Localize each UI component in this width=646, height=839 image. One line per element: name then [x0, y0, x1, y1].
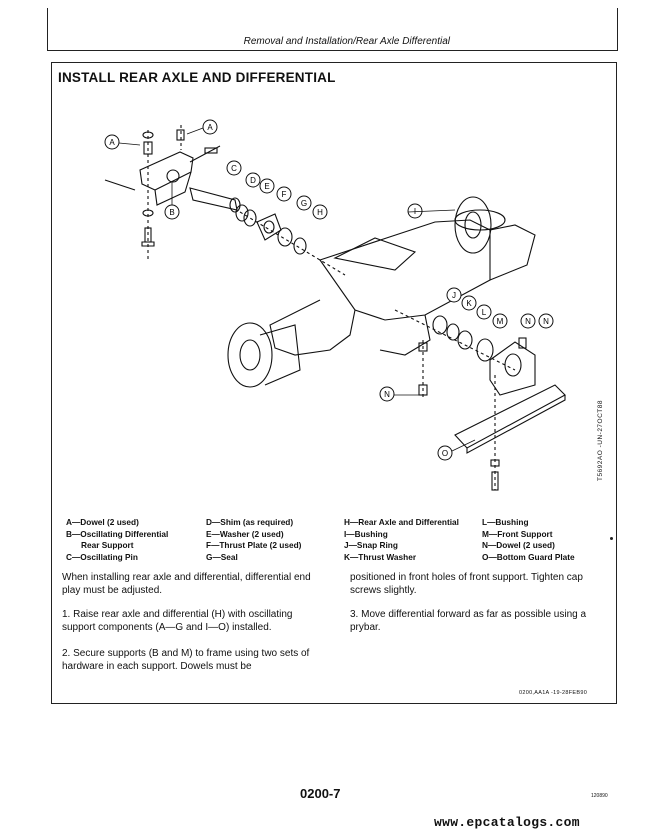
callout-b: B — [169, 208, 174, 217]
figure-code: T5692AO -UN-27OCT88 — [597, 400, 604, 482]
step-2-continued: positioned in front holes of front suppo… — [350, 572, 583, 596]
callout-n: N — [543, 317, 549, 326]
callout-a: A — [109, 138, 115, 147]
legend-item: M—Front Support — [482, 528, 553, 539]
legend-item: J—Snap Ring — [344, 540, 398, 550]
date-code: 0200,AA1A -19-28FEB90 — [519, 690, 588, 696]
website-watermark: www.epcatalogs.com — [434, 815, 580, 830]
legend-item: K—Thrust Washer — [344, 551, 417, 562]
header-frame — [47, 8, 618, 51]
callout-k: L — [482, 308, 487, 317]
step-2: 2. Secure supports (B and M) to frame us… — [62, 648, 310, 672]
legend-item: F—Thrust Plate (2 used) — [206, 540, 302, 550]
legend-column-1: A—Dowel (2 used) B—Oscillating Different… — [66, 517, 168, 563]
callout-e: E — [264, 182, 269, 191]
callout-a: A — [207, 123, 213, 132]
legend-item: G—Seal — [206, 551, 238, 562]
step-1: 1. Raise rear axle and differential (H) … — [62, 609, 293, 633]
callout-i: J — [452, 291, 456, 300]
page-number: 0200-7 — [300, 786, 341, 801]
callout-o: O — [442, 449, 448, 458]
legend-item: D—Shim (as required) — [206, 517, 294, 527]
page-title: INSTALL REAR AXLE AND DIFFERENTIAL — [58, 70, 336, 85]
legend-item: C—Oscillating Pin — [66, 551, 138, 562]
callout-n: N — [384, 390, 390, 399]
legend-item: I—Bushing — [344, 528, 388, 539]
callout-l: M — [497, 317, 504, 326]
running-head: Removal and Installation/Rear Axle Diffe… — [243, 36, 450, 47]
legend-column-3: H—Rear Axle and Differential I—Bushing J… — [344, 517, 459, 563]
legend-item: N—Dowel (2 used) — [482, 540, 555, 550]
legend-item: A—Dowel (2 used) — [66, 517, 139, 527]
callout-g: H — [317, 208, 323, 217]
legend-column-4: L—Bushing M—Front Support N—Dowel (2 use… — [482, 517, 575, 563]
callout-f: F — [282, 190, 287, 199]
content-box — [51, 62, 617, 704]
step-3: 3. Move differential forward as far as p… — [350, 609, 587, 633]
callout-m: N — [525, 317, 531, 326]
exploded-view-illustration: A A B C D E F G H I J K L M N N N O — [104, 119, 566, 491]
callout-d: D — [250, 176, 256, 185]
legend-item: B—Oscillating Differential — [66, 528, 169, 539]
callout-j: K — [466, 299, 472, 308]
legend-item: E—Washer (2 used) — [206, 528, 284, 539]
legend-item: Rear Support — [81, 540, 134, 550]
footer-code: 120890 — [591, 793, 608, 799]
margin-mark — [610, 537, 613, 540]
legend-item: H—Rear Axle and Differential — [344, 517, 459, 527]
callout-c: C — [231, 164, 237, 173]
legend-item: L—Bushing — [482, 517, 529, 527]
intro-paragraph: When installing rear axle and differenti… — [62, 572, 311, 596]
legend-column-2: D—Shim (as required) E—Washer (2 used) F… — [206, 517, 301, 563]
callout-f: G — [301, 199, 307, 208]
legend-item: O—Bottom Guard Plate — [482, 551, 575, 562]
